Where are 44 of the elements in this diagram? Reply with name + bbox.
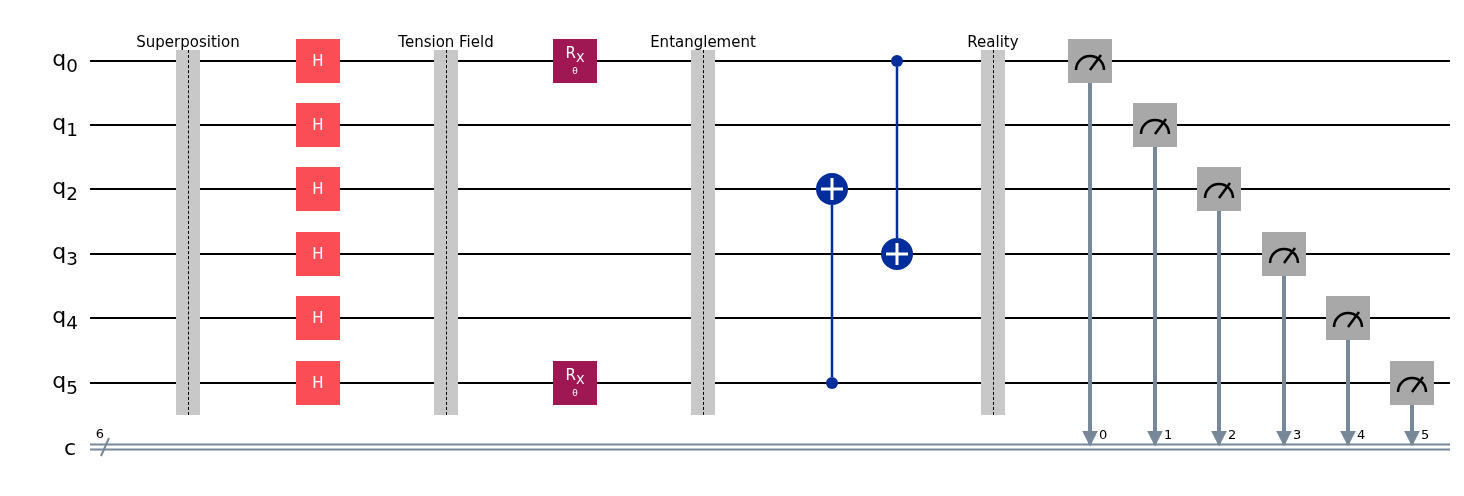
edge-label: 0	[1099, 427, 1108, 442]
measurement-box	[1262, 232, 1306, 276]
gate-box: H	[296, 232, 340, 276]
register-size: 6	[95, 425, 105, 441]
cnot-target	[816, 173, 848, 205]
gate-box: H	[296, 361, 340, 405]
wire-label: q$_{1}$	[52, 110, 78, 140]
barrier-label: Entanglement	[650, 33, 756, 51]
gate-box: R$_{X}$ θ	[553, 39, 597, 83]
wire-label: q$_{0}$	[52, 46, 78, 76]
gate-box: H	[296, 39, 340, 83]
measurement-arrow	[1211, 211, 1227, 447]
barrier-label: Tension Field	[398, 33, 494, 51]
measurement-box	[1133, 103, 1177, 147]
wire-label: q$_{3}$	[52, 239, 78, 269]
wire-label: c	[63, 434, 77, 460]
measurement-box	[1326, 296, 1370, 340]
measurement-arrow	[1276, 276, 1292, 447]
barrier-label: Reality	[967, 33, 1019, 51]
gate-box: H	[296, 167, 340, 211]
measurement-arrow	[1147, 147, 1163, 447]
gate-box: H	[296, 103, 340, 147]
measurement-arrow	[1404, 405, 1420, 447]
control-dot	[891, 55, 903, 67]
gate-box: H	[296, 296, 340, 340]
measurement-arrow	[1082, 83, 1098, 447]
cnot-line	[895, 67, 899, 238]
measurement-box	[1068, 39, 1112, 83]
barrier-label: Superposition	[136, 33, 240, 51]
measurement-arrow	[1340, 340, 1356, 447]
cnot-line	[830, 205, 834, 377]
edge-label: 2	[1228, 427, 1237, 442]
edge-label: 1	[1164, 427, 1173, 442]
wire-label: q$_{2}$	[52, 174, 78, 204]
edge-label: 3	[1293, 427, 1302, 442]
wire-label: q$_{5}$	[52, 368, 78, 398]
measurement-box	[1197, 167, 1241, 211]
edge-label: 4	[1357, 427, 1366, 442]
gate-box: R$_{X}$ θ	[553, 361, 597, 405]
measurement-box	[1390, 361, 1434, 405]
edge-label: 5	[1421, 427, 1430, 442]
cnot-target	[881, 238, 913, 270]
control-dot	[826, 377, 838, 389]
wire-label: q$_{4}$	[52, 303, 78, 333]
